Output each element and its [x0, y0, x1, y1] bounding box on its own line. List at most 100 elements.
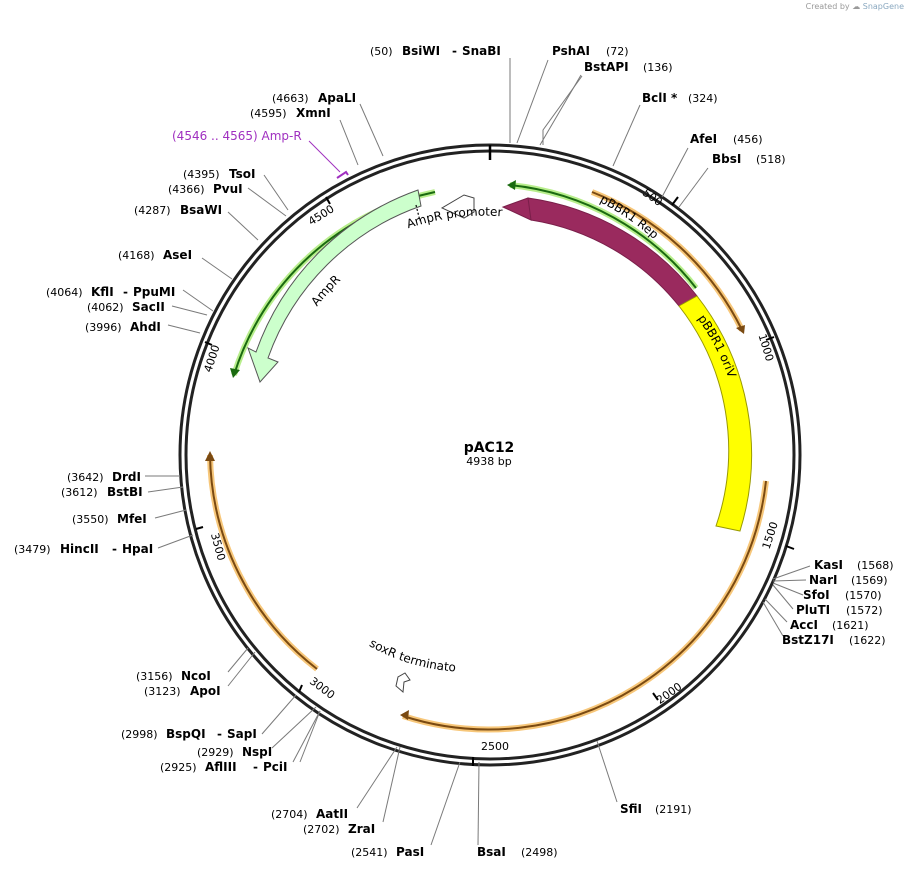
- primer-label: (4546 .. 4565) Amp-R: [172, 129, 302, 143]
- soxr-terminator-label: soxR terminator: [0, 0, 456, 674]
- leader-bstz17i: [762, 601, 784, 637]
- site-sfii[interactable]: SfiI (2191): [620, 802, 692, 816]
- feature-ampr[interactable]: AmpR: [247, 189, 422, 383]
- credit-prefix: Created by: [805, 2, 850, 11]
- site-pos-bsai: (2498): [521, 846, 558, 859]
- site-afliii-pcii[interactable]: (2925) AflIII - PciI: [160, 760, 288, 774]
- site-bsiwi-snabi[interactable]: (50) BsiWI - SnaBI: [370, 44, 501, 58]
- site-separator-kfli: -: [123, 285, 128, 299]
- site-apali[interactable]: (4663) ApaLI: [272, 91, 356, 105]
- site-pshai[interactable]: PshAI (72): [552, 44, 629, 58]
- site-xmni[interactable]: (4595) XmnI: [250, 106, 331, 120]
- tick-mark-3500: [195, 526, 204, 530]
- ampr-promoter-arrow: [440, 194, 475, 219]
- site-apoi[interactable]: (3123) ApoI: [144, 684, 221, 698]
- site-kasi[interactable]: KasI (1568): [814, 558, 894, 572]
- feature-soxr-terminator[interactable]: soxR terminator: [0, 0, 456, 694]
- site-name-apoi: ApoI: [190, 684, 221, 698]
- site-bstz17i[interactable]: BstZ17I (1622): [782, 633, 886, 647]
- site-bsawi[interactable]: (4287) BsaWI: [134, 203, 222, 217]
- site-name-kasi: KasI: [814, 558, 843, 572]
- site-zrai[interactable]: (2702) ZraI: [303, 822, 375, 836]
- site-kfli-ppumi[interactable]: (4064) KflI - PpuMI: [46, 285, 175, 299]
- site-pos-bspqi: (2998): [121, 728, 158, 741]
- site-pos-nspi: (2929): [197, 746, 234, 759]
- site-pos-mfei: (3550): [72, 513, 109, 526]
- site-pvui[interactable]: (4366) PvuI: [168, 182, 243, 196]
- site-separator-hincii: -: [112, 542, 117, 556]
- leader-afliii: [292, 710, 321, 763]
- site-name-asei: AseI: [163, 248, 192, 262]
- site-drdi[interactable]: (3642) DrdI: [67, 470, 141, 484]
- site-bstapi[interactable]: BstAPI (136): [584, 60, 673, 74]
- tick-mark-4000: [204, 341, 213, 346]
- leader-acci: [764, 598, 788, 623]
- site-name-ppumi: PpuMI: [133, 285, 175, 299]
- site-name-bstapi: BstAPI: [584, 60, 629, 74]
- site-sacii[interactable]: (4062) SacII: [87, 300, 165, 314]
- site-pos-bstbi: (3612): [61, 486, 98, 499]
- site-pasi[interactable]: (2541) PasI: [351, 845, 424, 859]
- pbbr1-rep-shape: [501, 197, 698, 307]
- site-bsai[interactable]: BsaI (2498): [477, 845, 558, 859]
- site-bbsi[interactable]: BbsI (518): [712, 152, 786, 166]
- leader-pvui: [247, 187, 287, 217]
- site-pluti[interactable]: PluTI (1572): [796, 603, 883, 617]
- site-asei[interactable]: (4168) AseI: [118, 248, 192, 262]
- site-name-sfoi: SfoI: [803, 588, 830, 602]
- backbone: [178, 143, 802, 767]
- amp-r-primer[interactable]: (4546 .. 4565) Amp-R: [172, 129, 349, 179]
- site-acci[interactable]: AccI (1621): [790, 618, 869, 632]
- leader-apali: [359, 103, 384, 157]
- site-nari[interactable]: NarI (1569): [809, 573, 888, 587]
- site-pos-nari: (1569): [851, 574, 888, 587]
- site-ncoi[interactable]: (3156) NcoI: [136, 669, 211, 683]
- site-pos-sacii: (4062): [87, 301, 124, 314]
- pbbr1-oriv-shape: [678, 295, 753, 532]
- plasmid-length: 4938 bp: [466, 455, 511, 468]
- site-name-acci: AccI: [790, 618, 818, 632]
- site-pos-bsiwi: (50): [370, 45, 393, 58]
- site-bstbi[interactable]: (3612) BstBI: [61, 485, 143, 499]
- site-nspi[interactable]: (2929) NspI: [197, 745, 272, 759]
- site-pos-sfoi: (1570): [845, 589, 882, 602]
- site-name-afei: AfeI: [690, 132, 717, 146]
- site-name-bsai: BsaI: [477, 845, 506, 859]
- site-name-bstbi: BstBI: [107, 485, 143, 499]
- orf-green-left-arrow: [230, 368, 240, 378]
- site-pos-asei: (4168): [118, 249, 155, 262]
- orf-orange-left-arrow: [205, 451, 215, 461]
- site-pos-pvui: (4366): [168, 183, 205, 196]
- leader-bsawi: [227, 211, 259, 241]
- site-bspqi-sapi[interactable]: (2998) BspQI - SapI: [121, 727, 257, 741]
- site-afei[interactable]: AfeI (456): [690, 132, 763, 146]
- site-pos-sfii: (2191): [655, 803, 692, 816]
- ampr-promoter-label: AmpR promoter: [405, 205, 503, 232]
- site-hincii-hpai[interactable]: (3479) HincII - HpaI: [14, 542, 153, 556]
- site-ahdi[interactable]: (3996) AhdI: [85, 320, 161, 334]
- site-name-pluti: PluTI: [796, 603, 830, 617]
- leader-nari: [772, 579, 807, 582]
- soxr-terminator-shape: [395, 672, 411, 694]
- plasmid-name: pAC12: [464, 440, 515, 456]
- soxr-terminator-label-path: soxR terminator: [0, 0, 456, 674]
- site-bcli[interactable]: BclI * (324): [642, 91, 718, 105]
- site-tsoi[interactable]: (4395) TsoI: [183, 167, 255, 181]
- site-aatii[interactable]: (2704) AatII: [271, 807, 348, 821]
- leader-tsoi: [263, 174, 289, 211]
- site-mfei[interactable]: (3550) MfeI: [72, 512, 147, 526]
- tick-mark-4500: [325, 196, 331, 205]
- primer-bar: [336, 170, 349, 179]
- site-name-ncoi: NcoI: [181, 669, 211, 683]
- site-pos-apali: (4663): [272, 92, 309, 105]
- snapgene-credit: Created by ☁ SnapGene: [806, 2, 904, 11]
- site-name-tsoi: TsoI: [229, 167, 255, 181]
- site-pos-kasi: (1568): [857, 559, 894, 572]
- leader-bsai: [477, 761, 480, 846]
- site-leader-lines: [145, 58, 811, 846]
- site-name-nspi: NspI: [242, 745, 272, 759]
- site-name-pcii: PciI: [263, 760, 288, 774]
- leader-nspi: [271, 706, 317, 749]
- site-sfoi[interactable]: SfoI (1570): [803, 588, 882, 602]
